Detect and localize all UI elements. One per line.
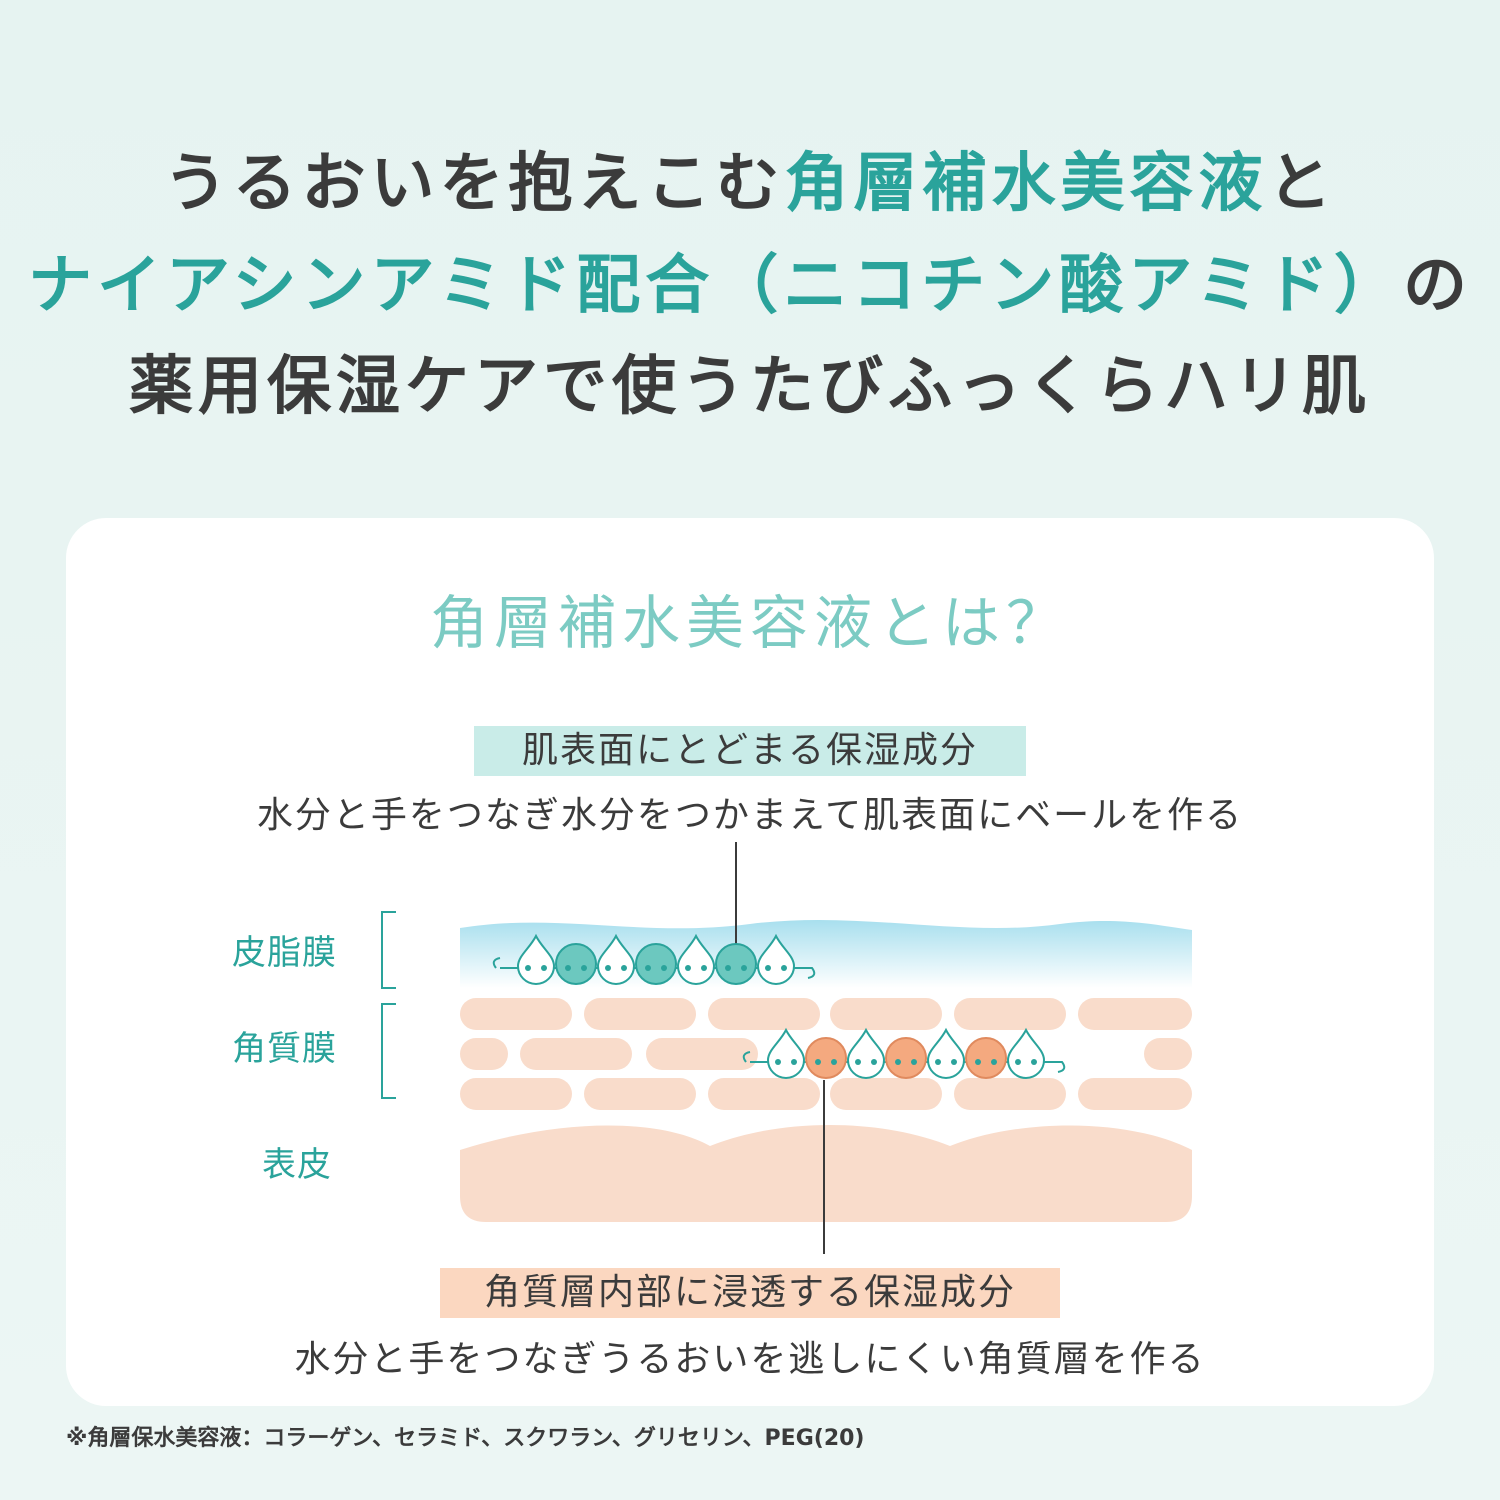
molecule-dot — [1015, 1059, 1021, 1065]
water-drop-icon — [1006, 1027, 1046, 1079]
water-drop-icon — [756, 933, 796, 985]
headline-text: の — [1402, 249, 1472, 323]
molecule-dot — [935, 1059, 941, 1065]
molecule-link-line — [742, 1051, 1066, 1073]
molecule-dot — [765, 965, 771, 971]
molecule-dot — [911, 1059, 917, 1065]
headline-highlight: 角層補水美容液 — [784, 147, 1268, 221]
moisture-molecule-icon — [805, 1037, 847, 1079]
moisture-molecule-icon — [555, 943, 597, 985]
molecule-dot — [895, 1059, 901, 1065]
molecule-dot — [775, 1059, 781, 1065]
molecule-dot — [831, 1059, 837, 1065]
layer-label-epidermis: 表皮 — [262, 1145, 332, 1185]
headline-line-1: うるおいを抱えこむ角層補水美容液と — [0, 152, 1500, 216]
water-drop-icon — [846, 1027, 886, 1079]
molecule-dot — [701, 965, 707, 971]
molecule-dot — [815, 1059, 821, 1065]
molecule-dot — [581, 965, 587, 971]
water-drop-icon — [766, 1027, 806, 1079]
headline-text: と — [1267, 147, 1337, 221]
inner-ingredient-description: 水分と手をつなぎうるおいを逃しにくい角質層を作る — [294, 1339, 1206, 1380]
surface-ingredient-description: 水分と手をつなぎ水分をつかまえて肌表面にベールを作る — [256, 795, 1244, 836]
molecule-dot — [975, 1059, 981, 1065]
molecule-dot — [541, 965, 547, 971]
moisture-molecule-icon — [965, 1037, 1007, 1079]
molecule-dot — [781, 965, 787, 971]
molecule-dot — [791, 1059, 797, 1065]
surface-ingredient-tag: 肌表面にとどまる保湿成分 — [474, 726, 1026, 776]
inner-ingredient-tag: 角質層内部に浸透する保湿成分 — [440, 1268, 1060, 1318]
headline-highlight: ナイアシンアミド配合（ニコチン酸アミド） — [28, 249, 1403, 323]
stratum-bricks — [460, 998, 1192, 1110]
molecule-dot — [685, 965, 691, 971]
molecule-dot — [661, 965, 667, 971]
molecule-dot — [741, 965, 747, 971]
moisture-molecule-icon — [715, 943, 757, 985]
water-drop-icon — [926, 1027, 966, 1079]
water-drop-icon — [676, 933, 716, 985]
molecule-dot — [725, 965, 731, 971]
epidermis-layer — [460, 1125, 1192, 1222]
inner-molecule-chain — [742, 1027, 1066, 1079]
molecule-dot — [1031, 1059, 1037, 1065]
molecule-dot — [951, 1059, 957, 1065]
molecule-dot — [525, 965, 531, 971]
molecule-dot — [855, 1059, 861, 1065]
card-title: 角層補水美容液とは？ — [429, 589, 1070, 657]
molecule-dot — [991, 1059, 997, 1065]
headline-line-3: 薬用保湿ケアで使うたびふっくらハリ肌 — [129, 350, 1371, 424]
headline-line-2: ナイアシンアミド配合（ニコチン酸アミド）の — [0, 254, 1500, 318]
molecule-link-line — [492, 957, 816, 979]
bracket-sebum — [381, 911, 396, 989]
water-drop-icon — [516, 933, 556, 985]
moisture-molecule-icon — [635, 943, 677, 985]
molecule-dot — [645, 965, 651, 971]
water-drop-icon — [596, 933, 636, 985]
footnote: ※角層保水美容液：コラーゲン、セラミド、スクワラン、グリセリン、PEG(20) — [66, 1426, 865, 1451]
molecule-dot — [621, 965, 627, 971]
molecule-dot — [565, 965, 571, 971]
molecule-dot — [871, 1059, 877, 1065]
moisture-molecule-icon — [885, 1037, 927, 1079]
layer-label-sebum: 皮脂膜 — [232, 933, 337, 973]
layer-label-stratum: 角質膜 — [232, 1029, 337, 1069]
bracket-stratum — [381, 1003, 396, 1099]
molecule-dot — [605, 965, 611, 971]
headline-text: うるおいを抱えこむ — [163, 147, 785, 221]
surface-molecule-chain — [492, 933, 816, 985]
